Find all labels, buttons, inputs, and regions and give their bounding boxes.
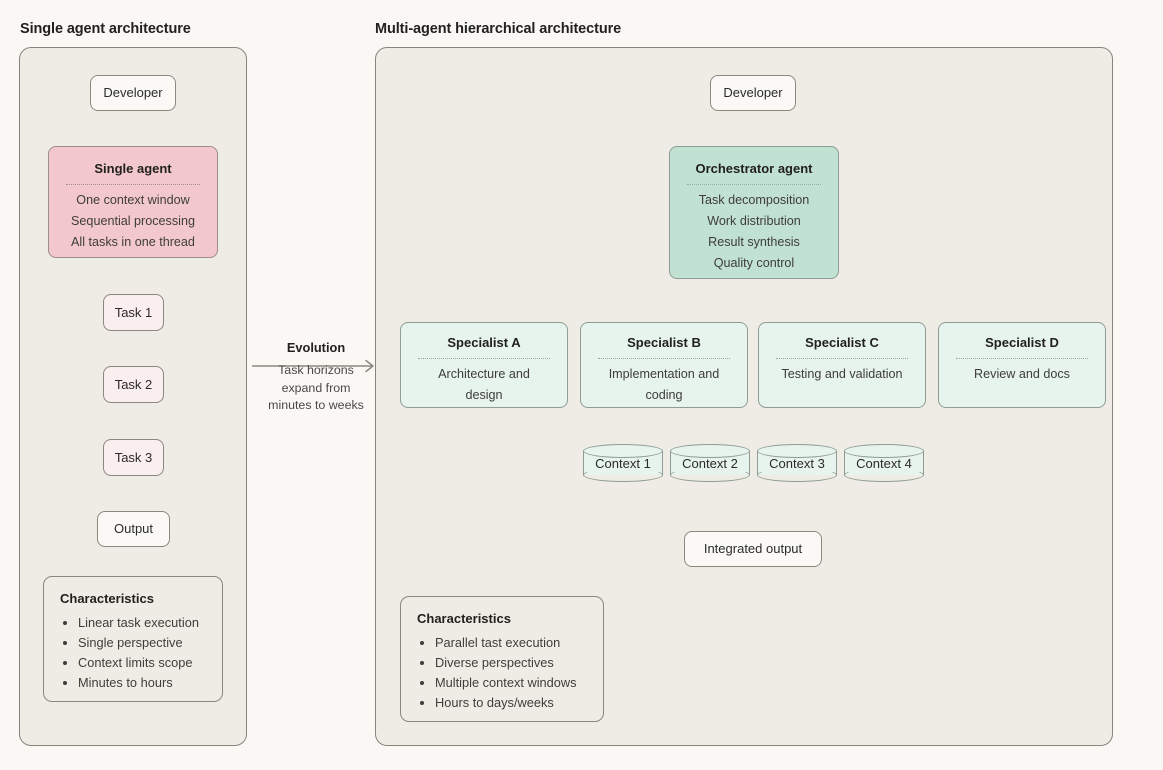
context-3-base [757,468,837,482]
node-task-3-label: Task 3 [114,449,153,465]
node-orchestrator-title: Orchestrator agent [695,161,813,176]
list-item: Parallel tast execution [435,633,587,653]
list-item: Multiple context windows [435,673,587,693]
context-3-cap [757,444,837,458]
node-integrated-output-label: Integrated output [703,541,803,557]
node-specialist-b-divider [598,357,730,359]
context-2-cap [670,444,750,458]
node-specialist-c[interactable]: Specialist C Testing and validation [758,322,926,408]
evolution-annotation: Evolution Task horizons expand from minu… [252,340,380,415]
list-item: Linear task execution [78,613,206,633]
list-item: Context limits scope [78,653,206,673]
node-specialist-c-title: Specialist C [805,335,879,350]
node-specialist-a-lines: Architecture and design [430,366,538,404]
context-4-cap [844,444,924,458]
context-1-base [583,468,663,482]
context-4-base [844,468,924,482]
right-column-title: Multi-agent hierarchical architecture [375,21,622,37]
node-task-2-label: Task 2 [114,376,153,392]
node-specialist-b-lines: Implementation and coding [601,366,728,404]
specialist-a-line-1: Architecture and [438,366,530,381]
node-specialist-c-lines: Testing and validation [773,366,910,383]
node-specialist-c-divider [776,357,908,359]
node-context-2[interactable]: Context 2 [670,444,750,482]
right-characteristics-list: Parallel tast execution Diverse perspect… [417,633,587,713]
node-specialist-d-lines: Review and docs [966,366,1078,383]
node-specialist-a-divider [418,357,550,359]
node-context-1[interactable]: Context 1 [583,444,663,482]
context-1-cap [583,444,663,458]
orchestrator-line-2: Work distribution [707,213,801,228]
left-characteristics-card: Characteristics Linear task execution Si… [43,576,223,702]
right-characteristics-card: Characteristics Parallel tast execution … [400,596,604,722]
node-specialist-d-title: Specialist D [985,335,1059,350]
node-context-4[interactable]: Context 4 [844,444,924,482]
single-agent-line-1: One context window [76,192,190,207]
node-specialist-b-title: Specialist B [627,335,701,350]
orchestrator-line-3: Result synthesis [708,234,800,249]
specialist-b-line-1: Implementation and [608,366,720,381]
left-characteristics-title: Characteristics [60,591,154,606]
list-item: Diverse perspectives [435,653,587,673]
evolution-subtext-line-1: Task horizons [278,363,354,377]
node-context-4-label: Context 4 [856,455,912,471]
node-specialist-b[interactable]: Specialist B Implementation and coding [580,322,748,408]
node-task-2[interactable]: Task 2 [103,366,164,403]
evolution-subtext: Task horizons expand from minutes to wee… [252,362,380,415]
right-characteristics-title: Characteristics [417,611,511,626]
node-specialist-d-divider [956,357,1088,359]
node-specialist-a[interactable]: Specialist A Architecture and design [400,322,568,408]
node-task-3[interactable]: Task 3 [103,439,164,476]
specialist-d-line-1: Review and docs [974,366,1070,381]
node-context-3-label: Context 3 [769,455,825,471]
specialist-b-line-2: coding [645,387,683,402]
node-integrated-output[interactable]: Integrated output [684,531,822,567]
node-single-agent-divider [66,183,200,185]
single-agent-line-2: Sequential processing [71,213,195,228]
evolution-subtext-line-3: minutes to weeks [268,398,364,413]
evolution-subtext-line-2: expand from [281,380,351,395]
node-developer-left-label: Developer [103,85,163,101]
node-developer-right-label: Developer [723,85,783,101]
node-single-agent-title: Single agent [94,161,172,176]
node-orchestrator-agent[interactable]: Orchestrator agent Task decomposition Wo… [669,146,839,279]
evolution-label: Evolution [286,340,346,355]
node-single-agent[interactable]: Single agent One context window Sequenti… [48,146,218,258]
left-characteristics-list: Linear task execution Single perspective… [60,613,206,693]
node-specialist-d[interactable]: Specialist D Review and docs [938,322,1106,408]
context-2-base [670,468,750,482]
list-item: Minutes to hours [78,673,206,693]
specialist-c-line-1: Testing and validation [781,366,903,381]
list-item: Single perspective [78,633,206,653]
node-output-label: Output [113,521,154,537]
node-orchestrator-divider [687,183,821,185]
node-developer-left[interactable]: Developer [90,75,176,111]
node-task-1[interactable]: Task 1 [103,294,164,331]
node-context-1-label: Context 1 [595,455,651,471]
orchestrator-line-1: Task decomposition [698,192,810,207]
node-task-1-label: Task 1 [114,304,153,320]
node-specialist-a-title: Specialist A [447,335,521,350]
node-context-2-label: Context 2 [682,455,738,471]
list-item: Hours to days/weeks [435,693,587,713]
single-agent-line-3: All tasks in one thread [71,234,195,249]
node-developer-right[interactable]: Developer [710,75,796,111]
node-single-agent-lines: One context window Sequential processing… [63,192,203,251]
orchestrator-line-4: Quality control [713,255,795,270]
node-orchestrator-lines: Task decomposition Work distribution Res… [691,192,818,273]
node-output[interactable]: Output [97,511,170,547]
node-context-3[interactable]: Context 3 [757,444,837,482]
left-column-title: Single agent architecture [20,21,191,37]
specialist-a-line-2: design [465,387,503,402]
